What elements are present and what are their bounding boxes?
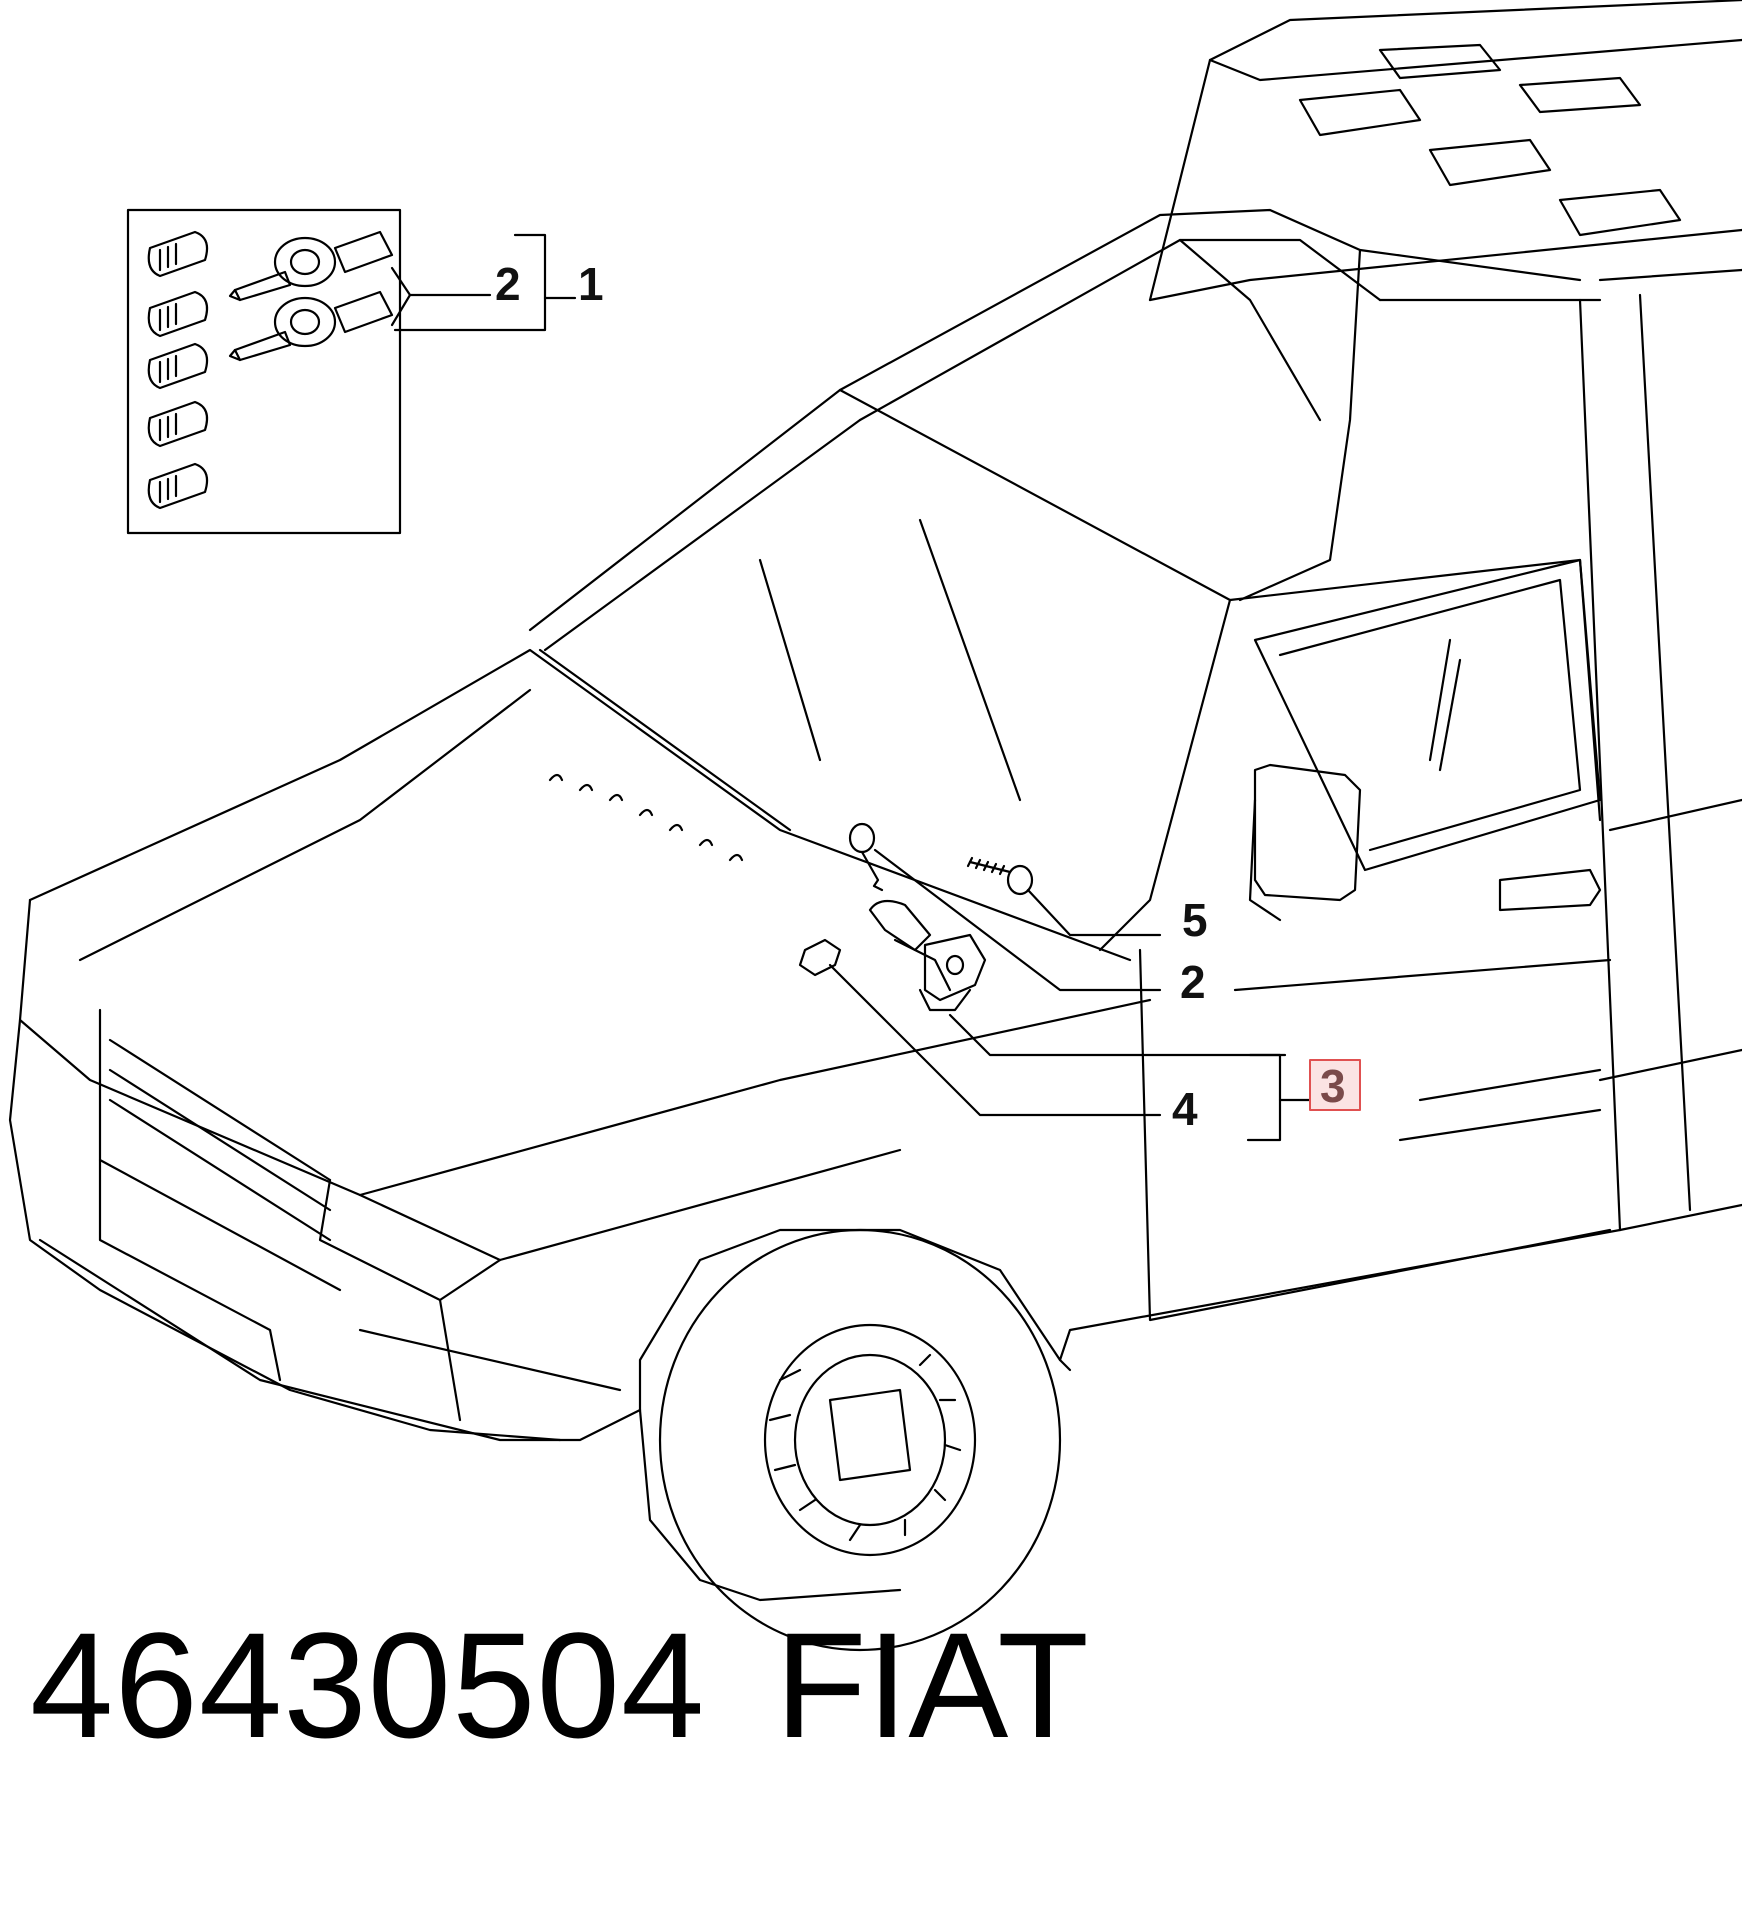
key-icon: [228, 290, 394, 362]
exploded-parts: [798, 822, 1034, 1012]
lock-cylinder-icon: [147, 230, 209, 278]
lock-body-icon: [868, 899, 987, 1012]
vehicle-illustration: [8, 0, 1742, 1652]
brand-name: FIAT: [775, 1601, 1089, 1769]
part-number: 46430504: [30, 1601, 706, 1769]
key-kit-inset: [126, 208, 577, 535]
callout-key: 2: [1180, 956, 1206, 1008]
key-icon: [228, 230, 394, 302]
screw-icon: [966, 856, 1034, 896]
leader-lines: [828, 848, 1312, 1142]
key-icon: [848, 822, 884, 892]
lock-cylinder-icon: [147, 290, 209, 338]
callout-highlight-box: [1309, 1059, 1361, 1111]
lock-cylinder-icon: [147, 342, 209, 390]
callout-lock-assembly: 3: [1320, 1060, 1346, 1112]
inset-callout-kit: 1: [578, 258, 604, 310]
callout-screw: 5: [1182, 894, 1208, 946]
lock-cylinder-icon: [147, 400, 209, 448]
inset-callout-keys: 2: [495, 258, 521, 310]
lock-cylinder-icon: [147, 462, 209, 510]
nut-icon: [798, 938, 842, 977]
callout-nut: 4: [1172, 1083, 1198, 1135]
